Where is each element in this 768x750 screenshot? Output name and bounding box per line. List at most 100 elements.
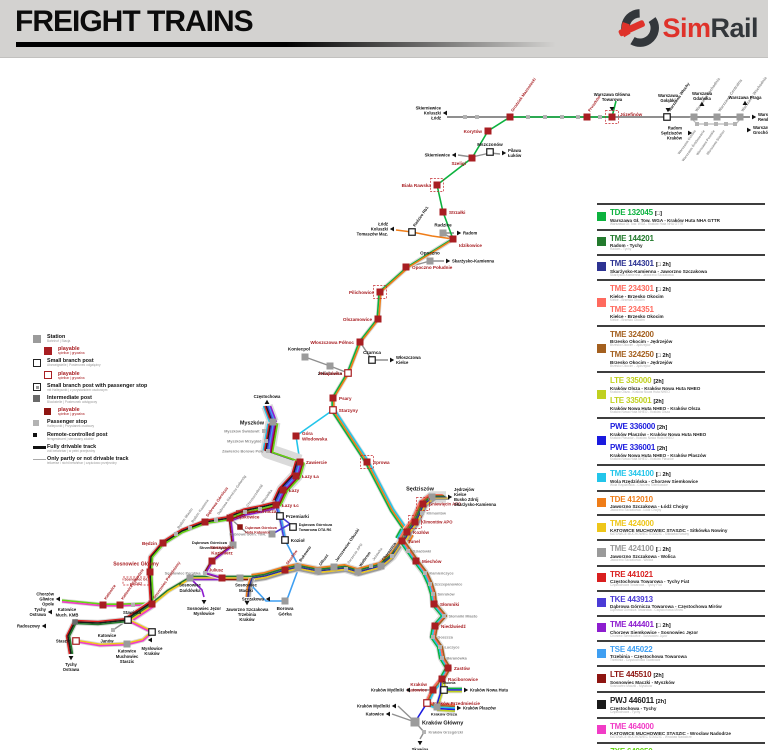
station-marker <box>406 549 410 553</box>
station-koniecpol: Koniecpol <box>288 347 310 361</box>
station-marker <box>440 656 444 660</box>
station-kozioł: Kozioł <box>281 536 305 544</box>
station-legend-label: Intermediate post <box>47 394 92 401</box>
pl-symbol-icon <box>44 346 58 355</box>
train-color-swatch <box>597 374 610 416</box>
station-marker <box>377 562 385 570</box>
train-id: TME 464000 <box>610 721 654 731</box>
trk-symbol-icon <box>33 444 47 450</box>
title-underline-bar <box>16 42 556 47</box>
station-marker <box>116 601 124 609</box>
station-przemiarki: Przemiarki <box>276 512 309 520</box>
train-schedule-tag: [2h] <box>655 698 666 705</box>
direction-arrow-icon <box>752 114 757 120</box>
bps-symbol-icon <box>33 383 47 392</box>
route-line-orange-west <box>395 229 454 240</box>
train-route: Skarżysko-Kamienna - Jaworzno Szczakowa <box>610 268 708 274</box>
station-marker <box>374 315 382 323</box>
route-line-lazy-zabkowice <box>228 500 278 523</box>
remote-control-box <box>430 178 444 192</box>
station-label: Sędziszów <box>406 487 435 493</box>
train-legend-group: TME 424100[□ 2h]Jaworzno Szczakowa - Wol… <box>597 539 765 565</box>
route-line-staszic-spur <box>75 617 155 648</box>
station-niedźwiedź: Niedźwiedź <box>431 622 466 630</box>
train-id: LTE 445510 <box>610 670 652 680</box>
train-route: Warszawa Gł. Tow. WGA - Kraków Huta NHA … <box>610 218 720 223</box>
station-marker <box>201 518 209 526</box>
station-marker <box>99 601 107 609</box>
station-knapówka: Knapówka <box>319 369 352 377</box>
station-słomniki-miasto: Słomniki Miasto <box>442 614 478 618</box>
direction-arrow-icon <box>265 596 270 602</box>
direction-arrow-icon <box>201 600 207 605</box>
arrow-label: Częstochowa <box>254 394 281 399</box>
station-marker <box>243 510 247 514</box>
direction-arrow-icon <box>457 705 462 711</box>
station-marker <box>411 518 419 526</box>
arrow-label: Radoszowy <box>17 624 41 629</box>
station-label: Tunel <box>408 539 420 544</box>
station-label: Żelisławice <box>318 370 343 376</box>
station-post <box>131 603 135 607</box>
station-marker <box>422 730 426 734</box>
train-id: TME 424100 <box>610 544 654 554</box>
station-label: Radzice Rb1 <box>412 205 430 228</box>
station-marker <box>390 554 394 558</box>
station-marker <box>314 567 322 575</box>
station-marker <box>583 113 591 121</box>
station-label: Knapówka <box>319 371 342 376</box>
station-raciborowice: Raciborowice <box>438 675 478 683</box>
direction-arrow-icon <box>47 609 52 615</box>
station-marker <box>329 394 337 402</box>
train-legend-entry: LTE 335001[2h]Kraków Nowa Huta NHEO - Kr… <box>610 395 765 415</box>
station-legend-sublabel: Haltepunkt | Przystanek osobowy <box>47 424 95 429</box>
station-label: Psary <box>339 396 352 401</box>
station-marker <box>174 532 178 536</box>
train-route: Kraków Nowa Huta NHEO - Kraków Płaszów <box>610 452 707 458</box>
station-marker <box>439 229 447 237</box>
station-label: Juliusz <box>209 568 223 573</box>
station-marker <box>713 113 721 121</box>
station-label: Zastów <box>454 666 470 671</box>
station-marker <box>188 526 192 530</box>
train-id: LTE 335001 <box>610 396 652 406</box>
train-color-swatch <box>597 467 610 488</box>
train-legend-group: LTE 445510[2h]Sosnowiec Maczki - Myszków… <box>597 665 765 691</box>
station-kamieńczyce: Kamieńczyce <box>423 571 454 575</box>
station-gniewięcin-apo: Gniewięcin APO <box>416 497 462 511</box>
arrow-szczakowa: Szczakowa <box>242 596 270 602</box>
arrow-label: Kraków Nowa Huta <box>470 688 509 693</box>
train-id: PWJ 446011 <box>610 695 654 705</box>
station-marker <box>301 353 309 361</box>
station-legend-sublabel: Bahnhof | Stacja <box>47 339 71 343</box>
remote-control-box <box>605 110 619 124</box>
train-id: TME 424000 <box>610 519 654 529</box>
station-label: Strzałki <box>449 210 465 215</box>
station-marker <box>724 122 728 126</box>
station-label: Idzikowice <box>459 243 482 248</box>
station-label: Zawiercie <box>306 460 327 465</box>
train-route: Kielce - Brzesko Okocim <box>610 294 664 300</box>
station-label: Szabelnia <box>158 630 178 635</box>
station-sędziszów: Sędziszów <box>406 487 436 501</box>
station-dziadówki: Dziadówki <box>406 549 431 553</box>
train-route-detail: Kielce - Brzesko Okocim <box>610 318 645 323</box>
station-marker <box>576 115 580 119</box>
station-label: Pilichowice <box>349 290 374 295</box>
station-label: Miechów <box>422 559 442 564</box>
station-sosnowiec-gł-: Sosnowiec Gł.pz. DSZ <box>122 576 150 586</box>
train-legend-entry: LTE 335000[2h]Kraków Olsza - Kraków Nowa… <box>610 375 765 395</box>
station-post <box>560 115 564 119</box>
station-marker <box>429 686 437 694</box>
station-label: Będzin <box>142 541 157 546</box>
station-label: Myszków Światowit <box>224 428 260 433</box>
